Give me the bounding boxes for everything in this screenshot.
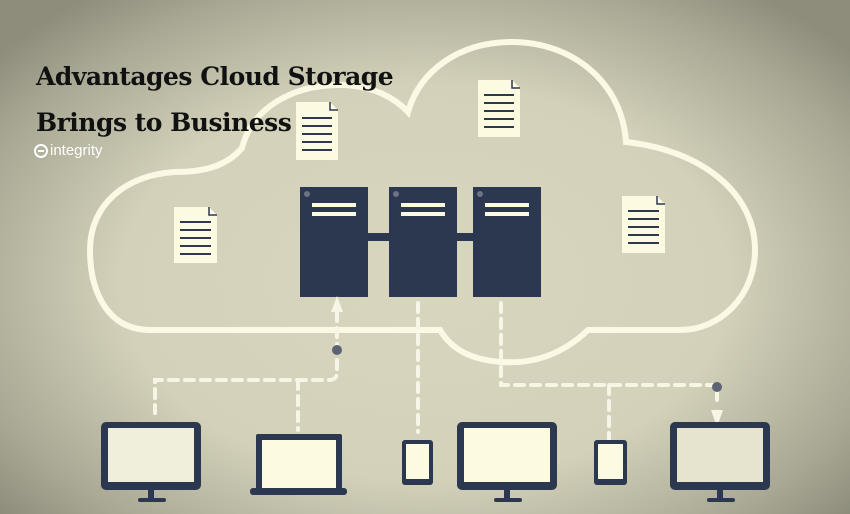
document-icon	[622, 196, 665, 253]
desktop-monitor-icon	[101, 422, 201, 502]
laptop-icon	[250, 434, 347, 495]
node-dot	[712, 382, 722, 392]
server-icon	[300, 187, 368, 297]
document-icon	[478, 80, 520, 137]
arrow-down-icon	[711, 410, 723, 427]
desktop-monitor-icon	[457, 422, 557, 502]
title-line-1: Advantages Cloud Storage	[36, 62, 394, 91]
desktop-monitor-icon	[670, 422, 770, 502]
node-dot	[332, 345, 342, 355]
server-icon	[473, 187, 541, 297]
arrow-up-icon	[331, 296, 343, 312]
logo-text: integrity	[50, 142, 103, 159]
page-title: Advantages Cloud Storage Brings to Busin…	[36, 54, 394, 146]
document-icon	[174, 207, 217, 263]
cloud-outline	[86, 38, 759, 366]
server-icon	[389, 187, 457, 297]
phone-icon	[594, 440, 627, 485]
title-line-2: Brings to Business	[36, 108, 292, 137]
integrity-logo-icon	[34, 143, 48, 158]
integrity-logo: integrity	[34, 142, 103, 159]
connection-lines	[153, 301, 719, 442]
document-icon	[296, 102, 338, 160]
phone-icon	[402, 440, 433, 485]
